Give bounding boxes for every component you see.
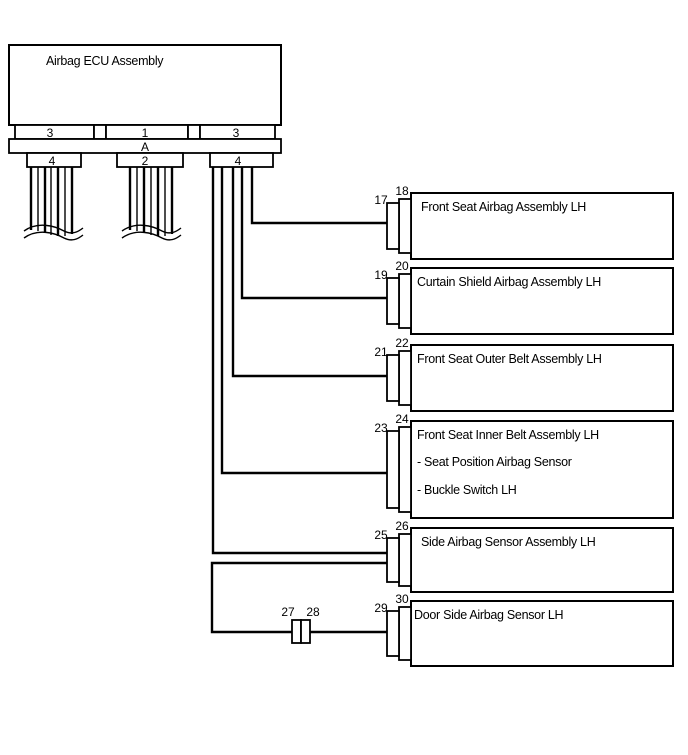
component-curtain-shield-airbag-assembly-lh: Curtain Shield Airbag Assembly LH 19 20 (374, 259, 674, 335)
component-connector-outer (386, 537, 400, 583)
component-connector-outer (386, 610, 400, 657)
cut-mark (121, 224, 182, 234)
component-name: Front Seat Inner Belt Assembly LH (417, 428, 599, 442)
harness-bundle-center (121, 167, 182, 241)
pin-label: 28 (306, 605, 320, 619)
harness-wires (210, 167, 387, 634)
pin-label: 19 (374, 268, 388, 282)
pin-label: 29 (374, 601, 388, 615)
pin-label: 21 (374, 345, 388, 359)
pin-label: 24 (395, 412, 409, 426)
ecu-tab-left (14, 124, 95, 140)
component-name: Side Airbag Sensor Assembly LH (421, 535, 596, 549)
ecu-tab-left-label: 3 (47, 126, 54, 140)
ecu-body (8, 44, 282, 126)
ecu-connector-a-label: A (141, 140, 149, 154)
cut-mark (23, 224, 84, 234)
component-box (410, 600, 674, 667)
ecu-lower-connector-center (116, 152, 184, 168)
pin-label: 25 (374, 528, 388, 542)
pin-label: 23 (374, 421, 388, 435)
ecu-tab-center-label: 1 (142, 126, 149, 140)
cut-mark (23, 231, 84, 241)
ecu-title: Airbag ECU Assembly (46, 54, 164, 68)
pin-label: 26 (395, 519, 409, 533)
ecu-tab-spacer (187, 124, 201, 140)
component-connector-inner (398, 426, 412, 513)
ecu-tab-spacer (93, 124, 107, 140)
component-side-airbag-sensor-assembly-lh: Side Airbag Sensor Assembly LH 25 26 (374, 519, 674, 593)
component-front-seat-inner-belt-assembly-lh: Front Seat Inner Belt Assembly LH - Seat … (374, 412, 674, 519)
harness-bundle-left (23, 167, 84, 241)
component-box (410, 192, 674, 260)
wire-side-airbag-sensor (211, 167, 387, 555)
ecu-lower-connector-right (209, 152, 274, 168)
wire-curtain-shield-airbag (240, 167, 387, 300)
component-detail: - Seat Position Airbag Sensor (417, 455, 572, 469)
inline-connector: 27 28 (281, 605, 320, 644)
cut-mark (121, 231, 182, 241)
ecu-tab-right-label: 3 (233, 126, 240, 140)
wire-front-seat-airbag (250, 167, 387, 225)
component-door-side-airbag-sensor-lh: Door Side Airbag Sensor LH 29 30 (374, 592, 674, 667)
component-front-seat-outer-belt-assembly-lh: Front Seat Outer Belt Assembly LH 21 22 (374, 336, 674, 412)
component-connector-outer (386, 354, 400, 402)
component-connector-inner (398, 350, 412, 406)
component-connector-outer (386, 202, 400, 250)
component-front-seat-airbag-assembly-lh: Front Seat Airbag Assembly LH 17 18 (374, 184, 674, 260)
wire-inner-belt (220, 167, 387, 475)
pin-label: 30 (395, 592, 409, 606)
component-name: Door Side Airbag Sensor LH (414, 608, 564, 622)
component-connector-inner (398, 533, 412, 587)
ecu-lower-connector-center-label: 2 (142, 154, 149, 168)
component-connector-inner (398, 273, 412, 329)
component-connector-outer (386, 277, 400, 325)
airbag-ecu-assembly: Airbag ECU Assembly 3 1 3 A 4 2 4 (8, 44, 282, 168)
component-connector-outer (386, 430, 400, 509)
pin-label: 22 (395, 336, 409, 350)
wire-door-side-sensor-a (210, 561, 387, 634)
component-connector-inner (398, 198, 412, 254)
wire-outer-belt (231, 167, 387, 378)
ecu-lower-connector-left-label: 4 (49, 154, 56, 168)
pin-label: 27 (281, 605, 295, 619)
ecu-lower-connector-right-label: 4 (235, 154, 242, 168)
component-box (410, 527, 674, 593)
component-name: Curtain Shield Airbag Assembly LH (417, 275, 601, 289)
pin-label: 20 (395, 259, 409, 273)
pin-label: 17 (374, 193, 388, 207)
ecu-lower-connector-left (26, 152, 82, 168)
pin-label: 18 (395, 184, 409, 198)
component-connector-inner (398, 606, 412, 661)
component-box (410, 344, 674, 412)
component-detail: - Buckle Switch LH (417, 483, 517, 497)
component-box (410, 267, 674, 335)
component-name: Front Seat Outer Belt Assembly LH (417, 352, 602, 366)
component-name: Front Seat Airbag Assembly LH (421, 200, 586, 214)
